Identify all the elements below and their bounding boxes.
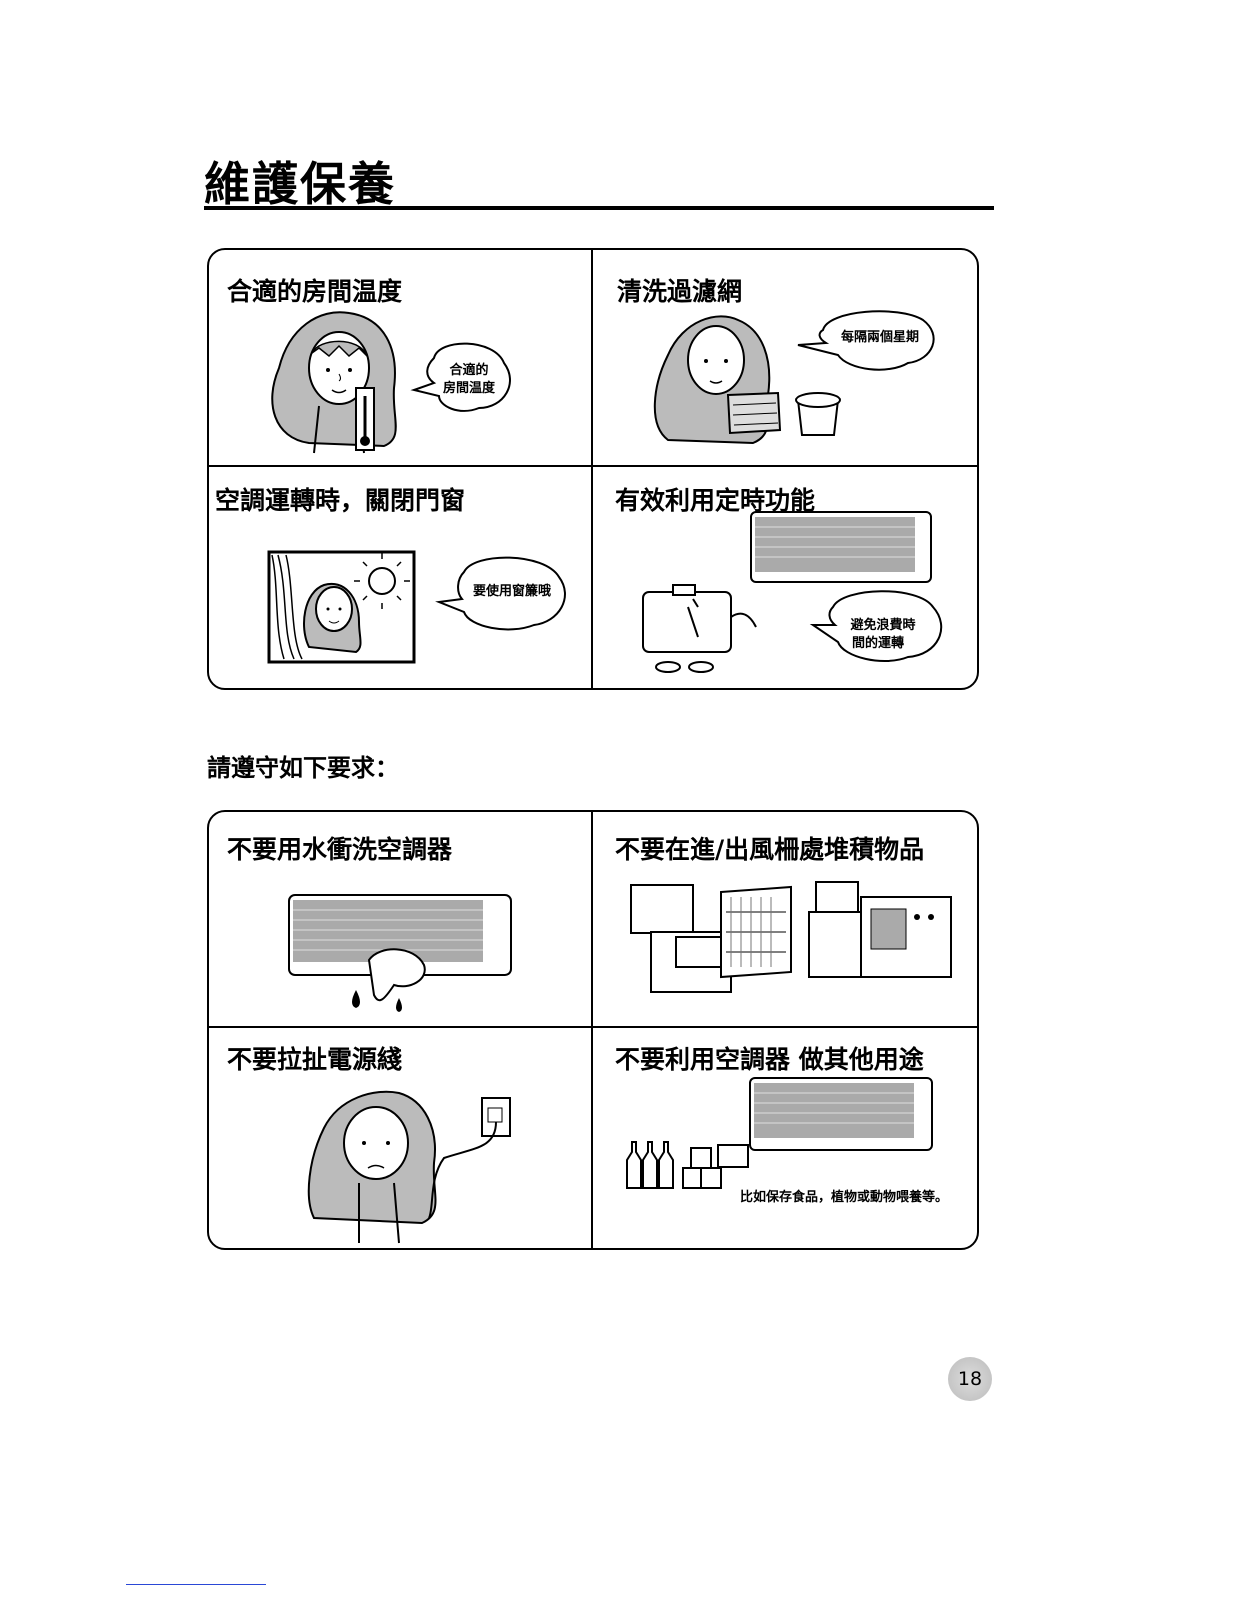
tip-title: 有效利用定時功能 (615, 486, 816, 515)
girl-icon (303, 582, 362, 654)
warning-title: 不要利用空調器 做其他用途 (615, 1045, 924, 1074)
ac-wash-illustration (288, 894, 512, 1012)
window-illustration: 要使用窗簾哦 (267, 550, 566, 664)
panel-divider-horizontal (209, 1026, 977, 1028)
warning-title: 不要用水衝洗空調器 (227, 835, 453, 864)
tip-close-windows: 空調運轉時，關閉門窗 要使用窗簾哦 (209, 467, 591, 688)
cord-illustration (307, 1090, 511, 1244)
outdoor-unit-icon (808, 881, 952, 978)
tip-title: 清洗過濾網 (617, 277, 743, 306)
speech-bubble: 避免浪費時 間的運轉 (809, 590, 943, 663)
bubble-line-2: 間的運轉 (852, 635, 904, 651)
bubble-line-1: 每隔兩個星期 (841, 329, 919, 345)
thermometer-icon (355, 387, 375, 451)
wall-socket-icon (428, 1097, 511, 1219)
sun-icon (354, 553, 410, 609)
speech-bubble: 每隔兩個星期 (797, 310, 935, 371)
panel-divider-horizontal (209, 465, 977, 467)
tip-title: 合適的房間温度 (227, 277, 403, 306)
warning-title: 不要在進/出風柵處堆積物品 (615, 835, 925, 864)
warning-no-water: 不要用水衝洗空調器 (209, 812, 591, 1026)
panel-divider-vertical (591, 812, 593, 1248)
hand-icon (352, 948, 426, 1012)
bubble-line-2: 房間温度 (443, 380, 496, 396)
bubble-line-1: 要使用窗簾哦 (473, 583, 551, 599)
bubble-line-1: 合適的 (449, 362, 488, 378)
title-divider (204, 206, 994, 210)
boxes-icon (630, 884, 732, 993)
girl-filter-illustration: 每隔兩個星期 (653, 310, 935, 445)
warnings-panel: 不要用水衝洗空調器 不要在進/出風柵處堆積物品 (207, 810, 979, 1250)
tip-use-timer: 有效利用定時功能 避免浪費時 間的運轉 (593, 467, 975, 688)
girl-thermometer-illustration: 合適的 房間温度 (271, 311, 511, 454)
other-use-illustration: 比如保存食品，植物或動物喂養等。 (626, 1077, 948, 1205)
obstruction-illustration (630, 881, 952, 993)
warning-title: 不要拉扯電源綫 (227, 1045, 403, 1074)
page-title: 維護保養 (204, 157, 396, 211)
panel-divider-vertical (591, 250, 593, 688)
girl-icon (271, 311, 397, 454)
bucket-icon (795, 392, 841, 436)
tip-room-temperature: 合適的房間温度 合適的 房間温度 (209, 250, 591, 465)
cans-icon (682, 1144, 749, 1189)
warning-no-other-use: 不要利用空調器 做其他用途 比如保存食品，植物或動物喂養等。 (593, 1028, 975, 1248)
girl-icon (307, 1090, 437, 1244)
air-conditioner-icon (750, 511, 932, 583)
timer-character-icon (642, 584, 757, 673)
other-use-caption: 比如保存食品，植物或動物喂養等。 (740, 1189, 948, 1205)
tips-panel: 合適的房間温度 合適的 房間温度 清洗 (207, 248, 979, 690)
timer-illustration: 避免浪費時 間的運轉 (642, 511, 943, 673)
speech-bubble: 要使用窗簾哦 (435, 556, 566, 631)
filter-icon (726, 391, 782, 435)
requirements-heading: 請遵守如下要求： (207, 753, 399, 782)
page-number: 18 (948, 1357, 992, 1401)
shelf-icon (720, 885, 792, 979)
speech-bubble: 合適的 房間温度 (410, 342, 511, 412)
warning-no-pull-cord: 不要拉扯電源綫 (209, 1028, 591, 1248)
tip-title: 空調運轉時，關閉門窗 (215, 486, 466, 515)
footer-link-line[interactable] (126, 1584, 266, 1585)
air-conditioner-icon (749, 1077, 933, 1151)
bottles-icon (626, 1141, 674, 1189)
tip-clean-filter: 清洗過濾網 每隔兩個星期 (593, 250, 975, 465)
bubble-line-1: 避免浪費時 (850, 617, 915, 633)
warning-no-obstruction: 不要在進/出風柵處堆積物品 (593, 812, 975, 1026)
